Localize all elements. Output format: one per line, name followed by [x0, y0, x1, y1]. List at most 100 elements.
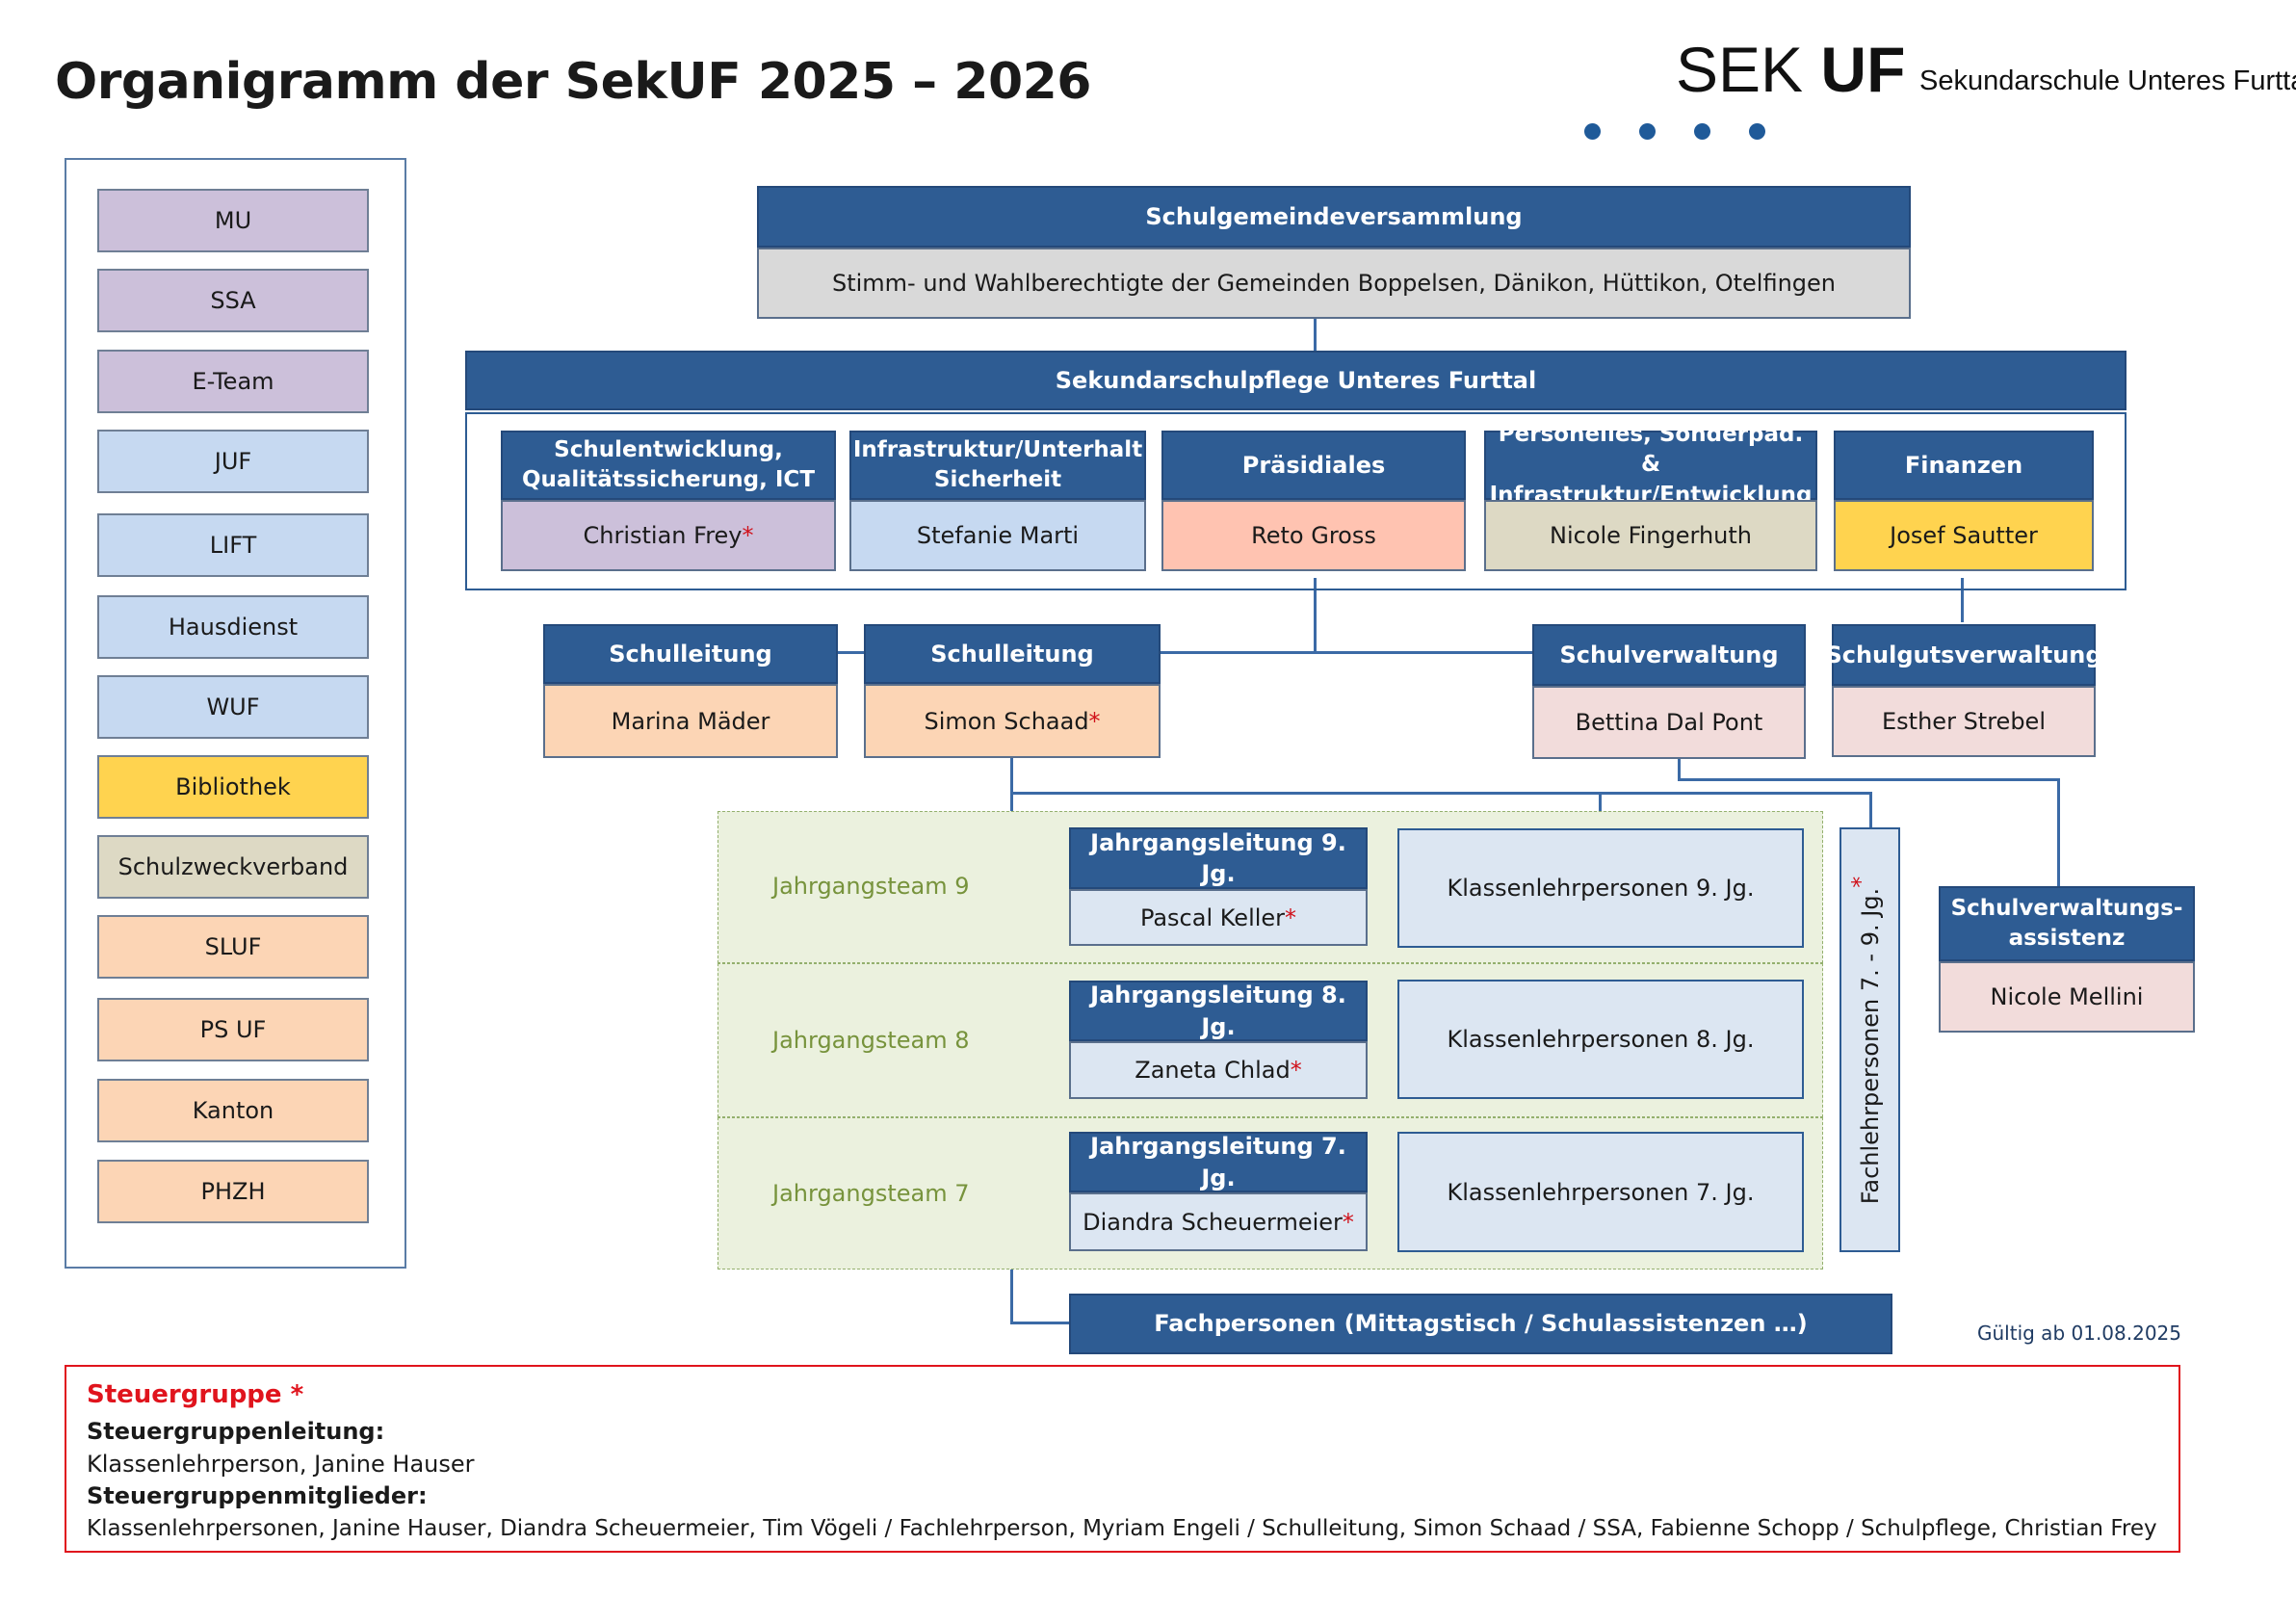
jahrgangsteam-8-label: Jahrgangsteam 8 [772, 1027, 970, 1054]
schulleitung-2-header: Schulleitung [864, 624, 1161, 684]
legend-item-eteam: E-Team [97, 350, 369, 413]
person-name: Esther Strebel [1882, 708, 2046, 735]
connector-line [837, 651, 866, 654]
dept-praesidiales-person: Reto Gross [1161, 500, 1466, 571]
fachlehrpersonen-label: Fachlehrpersonen 7. - 9. Jg.* [1847, 876, 1884, 1204]
assembly-header: Schulgemeindeversammlung [757, 186, 1911, 248]
dept-schulentwicklung-person: Christian Frey* [501, 500, 836, 571]
schulverwaltung-header: Schulverwaltung [1532, 624, 1806, 686]
person-name: Reto Gross [1251, 522, 1376, 549]
person-name: Diandra Scheuermeier [1083, 1208, 1343, 1236]
person-name: Pascal Keller [1139, 903, 1286, 931]
dept-finanzen-person: Josef Sautter [1834, 500, 2094, 571]
connector-line [1599, 792, 1602, 828]
steuergruppe-members-text: Klassenlehrpersonen, Janine Hauser, Dian… [87, 1516, 2157, 1541]
jahrgangsleitung-7-header: Jahrgangsleitung 7. Jg. [1069, 1132, 1368, 1192]
valid-from-note: Gültig ab 01.08.2025 [1977, 1322, 2182, 1345]
person-name: Zaneta Chlad [1135, 1057, 1291, 1084]
fachlehrpersonen-box: Fachlehrpersonen 7. - 9. Jg.* [1839, 827, 1900, 1252]
person-name: Nicole Fingerhuth [1550, 522, 1752, 549]
legend-item-juf: JUF [97, 430, 369, 493]
schulverwaltungsassistenz-header: Schulverwaltungs-assistenz [1939, 886, 2195, 961]
dept-personelles-header: Personelles, Sonderpäd. & Infrastruktur/… [1484, 422, 1817, 508]
dept-personelles-person: Nicole Fingerhuth [1484, 500, 1817, 571]
logo: SEK UF [1676, 33, 1905, 106]
logo-sek: SEK [1676, 34, 1804, 105]
steuergruppe-star: * [1290, 1057, 1302, 1084]
connector-line [1678, 778, 2060, 781]
jahrgangsleitung-8-header: Jahrgangsleitung 8. Jg. [1069, 981, 1368, 1041]
jahrgangsleitung-8-person: Zaneta Chlad* [1069, 1041, 1368, 1099]
legend-item-sluf: SLUF [97, 915, 369, 979]
board-header: Sekundarschulpflege Unteres Furttal [465, 351, 2126, 410]
connector-line [2057, 778, 2060, 888]
steuergruppe-star: * [1088, 707, 1101, 735]
connector-line [1010, 1322, 1070, 1324]
legend-item-schulzweckverband: Schulzweckverband [97, 835, 369, 899]
person-name: Nicole Mellini [1990, 983, 2144, 1010]
jahrgangsleitung-9-person: Pascal Keller* [1069, 889, 1368, 946]
logo-uf: UF [1820, 34, 1906, 105]
klassenlehrpersonen-7: Klassenlehrpersonen 7. Jg. [1397, 1132, 1804, 1252]
person-name: Bettina Dal Pont [1575, 709, 1763, 736]
legend-item-wuf: WUF [97, 675, 369, 739]
logo-dot-icon [1584, 123, 1601, 140]
steuergruppe-lead-heading: Steuergruppenleitung: [87, 1418, 385, 1445]
klassenlehrpersonen-8: Klassenlehrpersonen 8. Jg. [1397, 980, 1804, 1099]
steuergruppe-title: Steuergruppe * [87, 1380, 304, 1409]
person-name: Josef Sautter [1890, 522, 2038, 549]
connector-line [1961, 578, 1964, 622]
steuergruppe-box: Steuergruppe * Steuergruppenleitung: Kla… [65, 1365, 2180, 1553]
steuergruppe-star: * [1846, 876, 1874, 888]
connector-line [1678, 758, 1681, 779]
schulgutsverwaltung-person: Esther Strebel [1832, 686, 2096, 757]
connector-line [1159, 651, 1533, 654]
schulverwaltung-person: Bettina Dal Pont [1532, 686, 1806, 759]
logo-dot-icon [1694, 123, 1710, 140]
schulleitung-2-person: Simon Schaad* [864, 684, 1161, 758]
jahrgangsleitung-9-header: Jahrgangsleitung 9. Jg. [1069, 827, 1368, 889]
schulgutsverwaltung-header: Schulgutsverwaltung [1825, 624, 2102, 686]
legend-item-phzh: PHZH [97, 1160, 369, 1223]
jahrgangsteam-7-label: Jahrgangsteam 7 [772, 1180, 970, 1207]
dept-praesidiales-header: Präsidiales [1161, 431, 1466, 500]
connector-line [1314, 318, 1317, 353]
steuergruppe-lead-text: Klassenlehrperson, Janine Hauser [87, 1451, 475, 1478]
board-frame [465, 412, 2126, 590]
legend-panel [65, 158, 406, 1269]
connector-line [1010, 792, 1871, 795]
connector-line [1869, 792, 1872, 828]
steuergruppe-star: * [1285, 903, 1297, 931]
jahrgangsleitung-7-person: Diandra Scheuermeier* [1069, 1192, 1368, 1251]
schulleitung-1-header: Schulleitung [543, 624, 838, 684]
legend-item-hausdienst: Hausdienst [97, 595, 369, 659]
legend-item-bibliothek: Bibliothek [97, 755, 369, 819]
assembly-members: Stimm- und Wahlberechtigte der Gemeinden… [757, 248, 1911, 319]
legend-item-mu: MU [97, 189, 369, 252]
schulleitung-1-person: Marina Mäder [543, 684, 838, 758]
dept-infrastruktur-header: Infrastruktur/Unterhalt Sicherheit [849, 431, 1146, 500]
page-title: Organigramm der SekUF 2025 – 2026 [55, 53, 1091, 111]
steuergruppe-members-heading: Steuergruppenmitglieder: [87, 1482, 428, 1509]
fachlehrpersonen-text: Fachlehrpersonen 7. - 9. Jg. [1856, 887, 1884, 1204]
jahrgangsteam-9-label: Jahrgangsteam 9 [772, 873, 970, 900]
person-name: Simon Schaad [924, 707, 1089, 735]
steuergruppe-star: * [1342, 1208, 1354, 1236]
dept-schulentwicklung-header: Schulentwicklung, Qualitätssicherung, IC… [501, 431, 836, 500]
legend-item-kanton: Kanton [97, 1079, 369, 1142]
person-name: Christian Frey [583, 522, 743, 549]
schulverwaltungsassistenz-person: Nicole Mellini [1939, 961, 2195, 1033]
fachpersonen-box: Fachpersonen (Mittagstisch / Schulassist… [1069, 1294, 1892, 1354]
steuergruppe-star: * [742, 522, 754, 549]
person-name: Stefanie Marti [916, 522, 1080, 549]
logo-subtitle: Sekundarschule Unteres Furttal [1919, 65, 2296, 96]
person-name: Marina Mäder [611, 707, 770, 735]
connector-line [1314, 578, 1317, 653]
logo-dot-icon [1639, 123, 1656, 140]
legend-item-ssa: SSA [97, 269, 369, 332]
dept-finanzen-header: Finanzen [1834, 431, 2094, 500]
klassenlehrpersonen-9: Klassenlehrpersonen 9. Jg. [1397, 828, 1804, 948]
logo-dot-icon [1749, 123, 1765, 140]
dept-infrastruktur-person: Stefanie Marti [849, 500, 1146, 571]
legend-item-psuf: PS UF [97, 998, 369, 1061]
